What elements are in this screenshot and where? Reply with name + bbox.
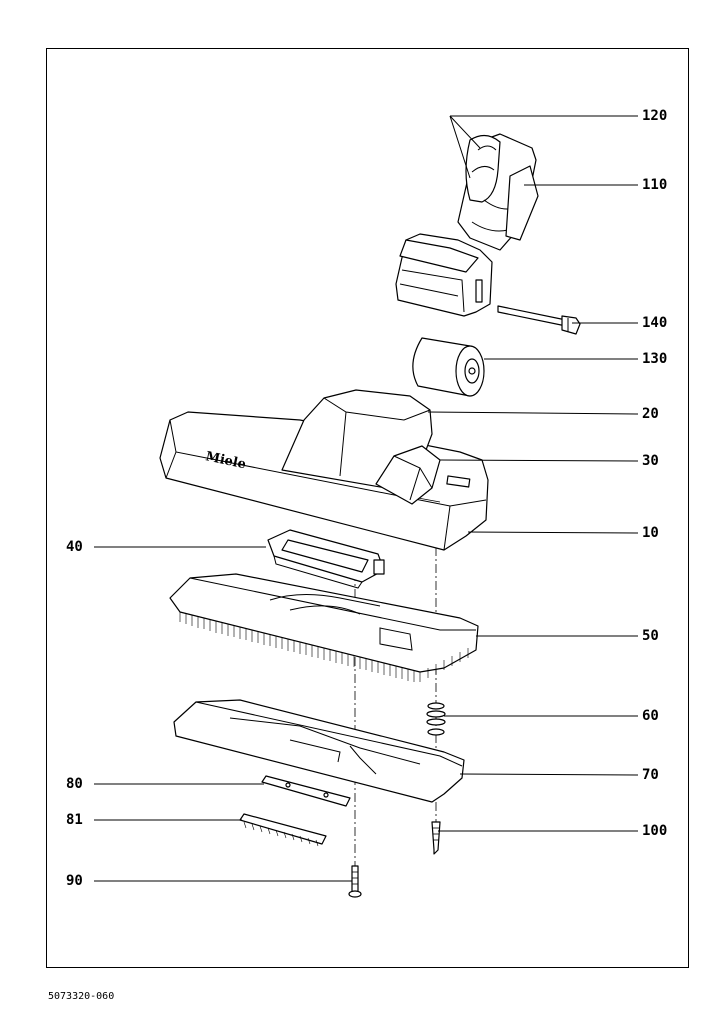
label-part-70: 70: [642, 767, 659, 783]
part-100-screw[interactable]: [431, 821, 441, 855]
label-part-81: 81: [66, 812, 83, 828]
part-81-bristle-strip[interactable]: [239, 813, 327, 847]
part-70-sole-plate[interactable]: [173, 699, 465, 803]
label-part-30: 30: [642, 453, 659, 469]
label-part-20: 20: [642, 406, 659, 422]
part-90-screw[interactable]: [348, 865, 362, 898]
document-code: 5073320-060: [48, 991, 115, 1002]
part-110-swivel-neck[interactable]: [395, 133, 539, 317]
label-part-40: 40: [66, 539, 83, 555]
label-part-60: 60: [642, 708, 659, 724]
part-80-strip[interactable]: [261, 775, 351, 807]
label-part-140: 140: [642, 315, 668, 331]
label-part-110: 110: [642, 177, 668, 193]
label-part-80: 80: [66, 776, 83, 792]
label-part-10: 10: [642, 525, 659, 541]
label-part-120: 120: [642, 108, 668, 124]
leader-lines: [94, 115, 639, 882]
part-60-spring[interactable]: [426, 702, 446, 736]
label-part-100: 100: [642, 823, 668, 839]
label-part-50: 50: [642, 628, 659, 644]
label-part-130: 130: [642, 351, 668, 367]
part-140-axle-pin[interactable]: [497, 305, 581, 335]
part-40-intake-frame[interactable]: [267, 529, 385, 589]
label-part-90: 90: [66, 873, 83, 889]
assembly-axis-lines: [354, 530, 437, 868]
part-50-brush-plate[interactable]: [169, 573, 479, 682]
diagram-frame: [46, 48, 689, 968]
part-130-roller[interactable]: [412, 337, 485, 397]
